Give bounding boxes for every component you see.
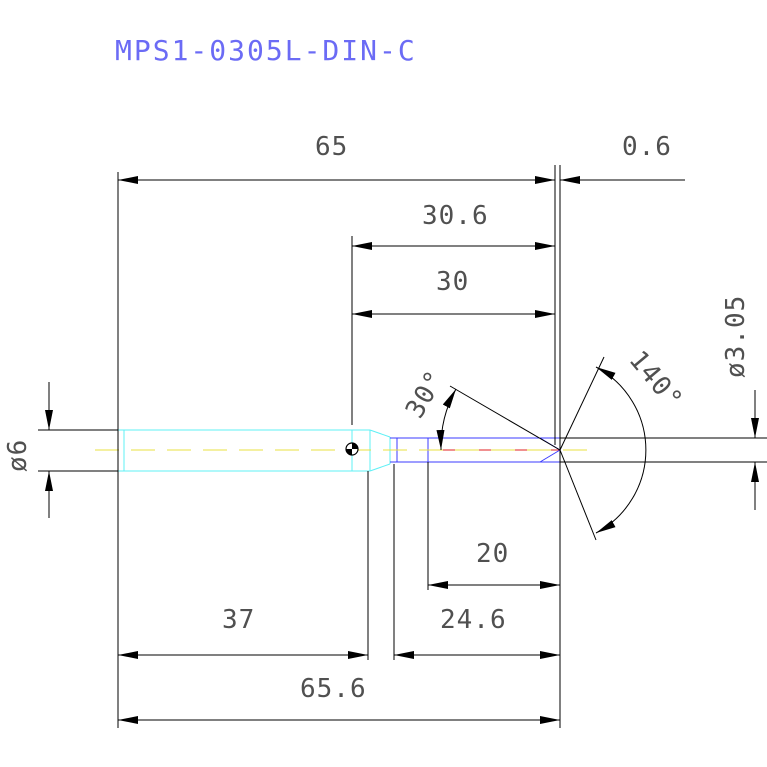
- dim-tip-diameter: ø3.05: [721, 295, 759, 510]
- dim-shank-length: 37: [118, 605, 368, 659]
- dim-label-30deg: 30°: [400, 365, 451, 423]
- dim-point-angle: 140°: [595, 345, 689, 534]
- dim-neck-length: 30.6: [352, 201, 555, 250]
- dim-label-20: 20: [476, 539, 509, 569]
- dim-body-length: 24.6: [394, 605, 560, 659]
- dim-label-d6: ø6: [3, 439, 33, 472]
- dim-reach: 30: [352, 267, 555, 318]
- dim-helix-angle: 30°: [400, 365, 457, 451]
- dim-label-37: 37: [222, 605, 255, 635]
- dim-label-d3-05: ø3.05: [721, 295, 751, 378]
- dim-label-65-6: 65.6: [300, 674, 367, 704]
- dim-shank-diameter: ø6: [3, 382, 53, 518]
- drawing-title: MPS1-0305L-DIN-C: [115, 34, 417, 67]
- dim-label-30-6: 30.6: [422, 201, 489, 231]
- dim-label-65: 65: [315, 132, 348, 162]
- dim-total-length: 65.6: [118, 674, 560, 724]
- dim-tip-offset: 0.6: [560, 132, 685, 184]
- center-mark-icon: [345, 442, 359, 456]
- dim-label-140deg: 140°: [623, 345, 689, 415]
- dim-label-24-6: 24.6: [440, 605, 507, 635]
- dim-flute-length: 20: [428, 539, 560, 589]
- dim-label-0-6: 0.6: [622, 132, 672, 162]
- dim-overall-length: 65: [118, 132, 555, 184]
- dim-label-30: 30: [436, 267, 469, 297]
- extension-lines: [38, 165, 767, 728]
